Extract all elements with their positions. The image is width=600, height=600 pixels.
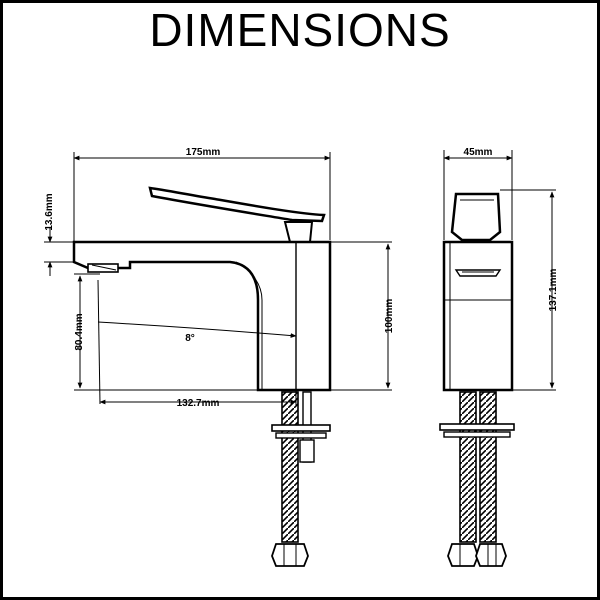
hose-nut-front bbox=[271, 543, 309, 567]
hose-left bbox=[281, 391, 299, 543]
label-overall-width: 175mm bbox=[186, 147, 221, 158]
side-view bbox=[439, 192, 515, 567]
lever-handle bbox=[148, 186, 326, 223]
label-side-width: 45mm bbox=[464, 147, 493, 158]
hose-nut-side-right bbox=[475, 543, 507, 567]
hose-side-right bbox=[479, 391, 497, 543]
label-body-height: 100mm bbox=[384, 299, 395, 334]
page-title: DIMENSIONS bbox=[149, 4, 451, 56]
label-spout-height: 80.4mm bbox=[74, 313, 85, 350]
hose-side-left bbox=[459, 391, 477, 543]
hose-nut-side-left bbox=[447, 543, 479, 567]
label-lever-height: 13.6mm bbox=[44, 193, 55, 230]
side-body bbox=[442, 240, 514, 392]
label-angle: 8° bbox=[185, 333, 195, 344]
lever-stem bbox=[283, 221, 314, 243]
label-overall-height: 137.1mm bbox=[548, 268, 559, 311]
aerator bbox=[87, 263, 119, 273]
label-spout-reach: 132.7mm bbox=[177, 398, 220, 409]
side-handle bbox=[450, 192, 502, 242]
front-view bbox=[72, 186, 332, 567]
